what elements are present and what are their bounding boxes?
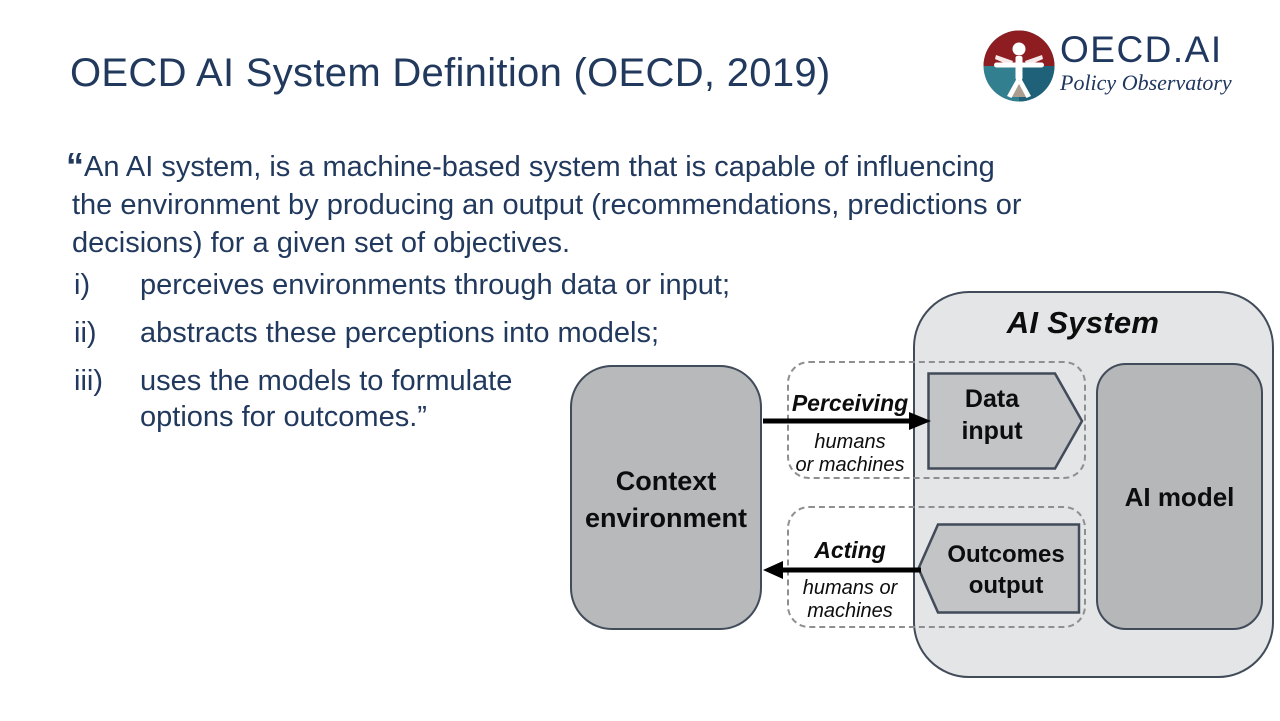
- perceiving-label: Perceiving: [791, 390, 909, 416]
- list-marker: iii): [74, 365, 103, 397]
- acting-sublabel: humans or machines: [770, 577, 930, 623]
- logo-text: OECD.AI Policy Observatory: [1060, 30, 1232, 95]
- vitruvian-man-icon: [983, 30, 1055, 102]
- context-label-line1: Context: [615, 466, 717, 496]
- acting-sub-line1: humans or: [802, 577, 898, 599]
- context-environment-box: [570, 365, 762, 630]
- outcomes-output-label: Outcomes output: [936, 539, 1076, 601]
- acting-dashed-region: [787, 506, 1086, 628]
- acting-arrow: [763, 561, 921, 579]
- list-item-text: uses the models to formulate options for…: [140, 365, 513, 433]
- perceiving-sublabel: humans or machines: [770, 431, 930, 477]
- ai-model-label: AI model: [1124, 482, 1235, 512]
- open-quote-mark: “: [66, 145, 84, 186]
- outcomes-output-shape: [917, 523, 1081, 614]
- definition-quote: “An AI system, is a machine-based system…: [66, 145, 1022, 262]
- data-input-shape: [927, 372, 1084, 470]
- logo-tagline: Policy Observatory: [1060, 70, 1232, 95]
- oecd-ai-logo: OECD.AI Policy Observatory: [983, 30, 1232, 102]
- perceiving-sub-line2: or machines: [795, 454, 905, 476]
- list-item-text: abstracts these perceptions into models;: [140, 317, 660, 349]
- context-environment-label: Context environment: [570, 463, 762, 537]
- list-marker: i): [74, 269, 91, 301]
- data-input-line2: input: [961, 417, 1023, 445]
- ai-model-box: [1096, 363, 1263, 630]
- outcomes-line1: Outcomes: [947, 541, 1065, 568]
- ai-system-label: AI System: [1006, 305, 1160, 340]
- data-input-line1: Data: [964, 385, 1020, 413]
- quote-line-1: “An AI system, is a machine-based system…: [66, 145, 995, 186]
- list-item-text: perceives environments through data or i…: [140, 269, 731, 301]
- outcomes-line2: output: [968, 572, 1044, 599]
- quote-line-2: the environment by producing an output (…: [72, 189, 1022, 221]
- data-input-label: Data input: [929, 383, 1055, 447]
- logo-brand: OECD.AI: [1060, 29, 1223, 70]
- perceiving-sub-line1: humans: [814, 431, 886, 453]
- acting-sub-line2: machines: [807, 600, 893, 622]
- acting-label: Acting: [814, 537, 886, 563]
- context-label-line2: environment: [584, 503, 748, 533]
- quote-line-3: decisions) for a given set of objectives…: [72, 227, 571, 259]
- perceiving-arrow: [763, 412, 931, 430]
- page-title: OECD AI System Definition (OECD, 2019): [70, 51, 831, 95]
- list-marker: ii): [74, 317, 97, 349]
